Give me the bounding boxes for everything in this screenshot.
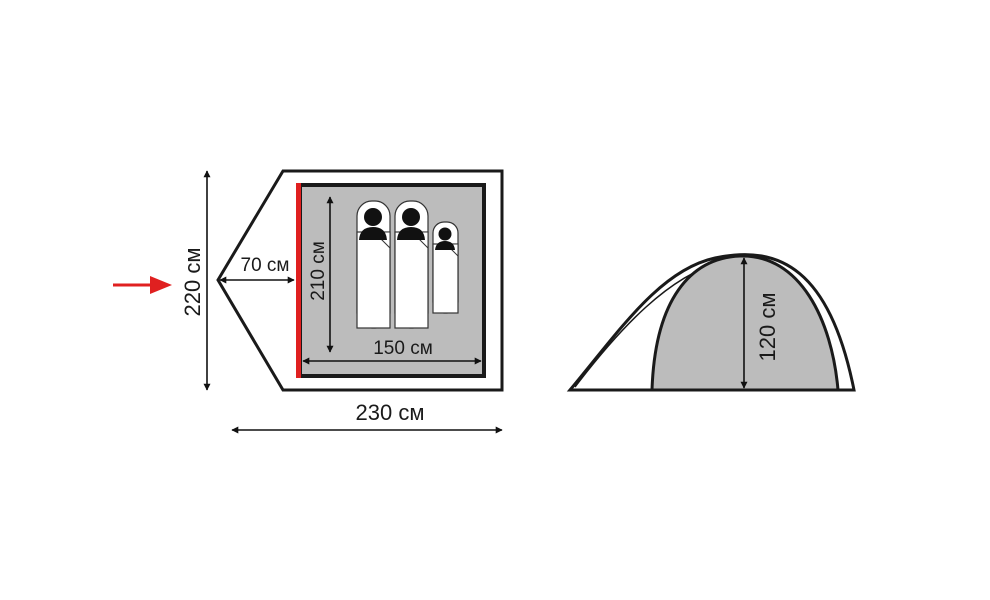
inner-length-label: 210 см xyxy=(308,241,329,301)
sleeping-bag-child xyxy=(432,221,459,314)
inner-width-label: 150 см xyxy=(373,338,433,359)
vestibule-depth-label: 70 см xyxy=(241,255,290,276)
sleeping-bag xyxy=(394,200,429,329)
outer-length-label: 220 см xyxy=(180,248,205,317)
sleeping-bag xyxy=(356,200,391,329)
height-label: 120 см xyxy=(755,293,780,362)
person-icon xyxy=(397,208,425,240)
outer-width-label: 230 см xyxy=(356,400,425,425)
person-icon xyxy=(359,208,387,240)
floor-plan: 70 см 210 см 150 см 220 см 230 см xyxy=(113,169,504,434)
side-view: 120 см xyxy=(566,253,856,392)
person-icon xyxy=(435,227,455,250)
entrance-marker xyxy=(296,183,301,378)
entrance-arrow-icon xyxy=(113,276,172,294)
